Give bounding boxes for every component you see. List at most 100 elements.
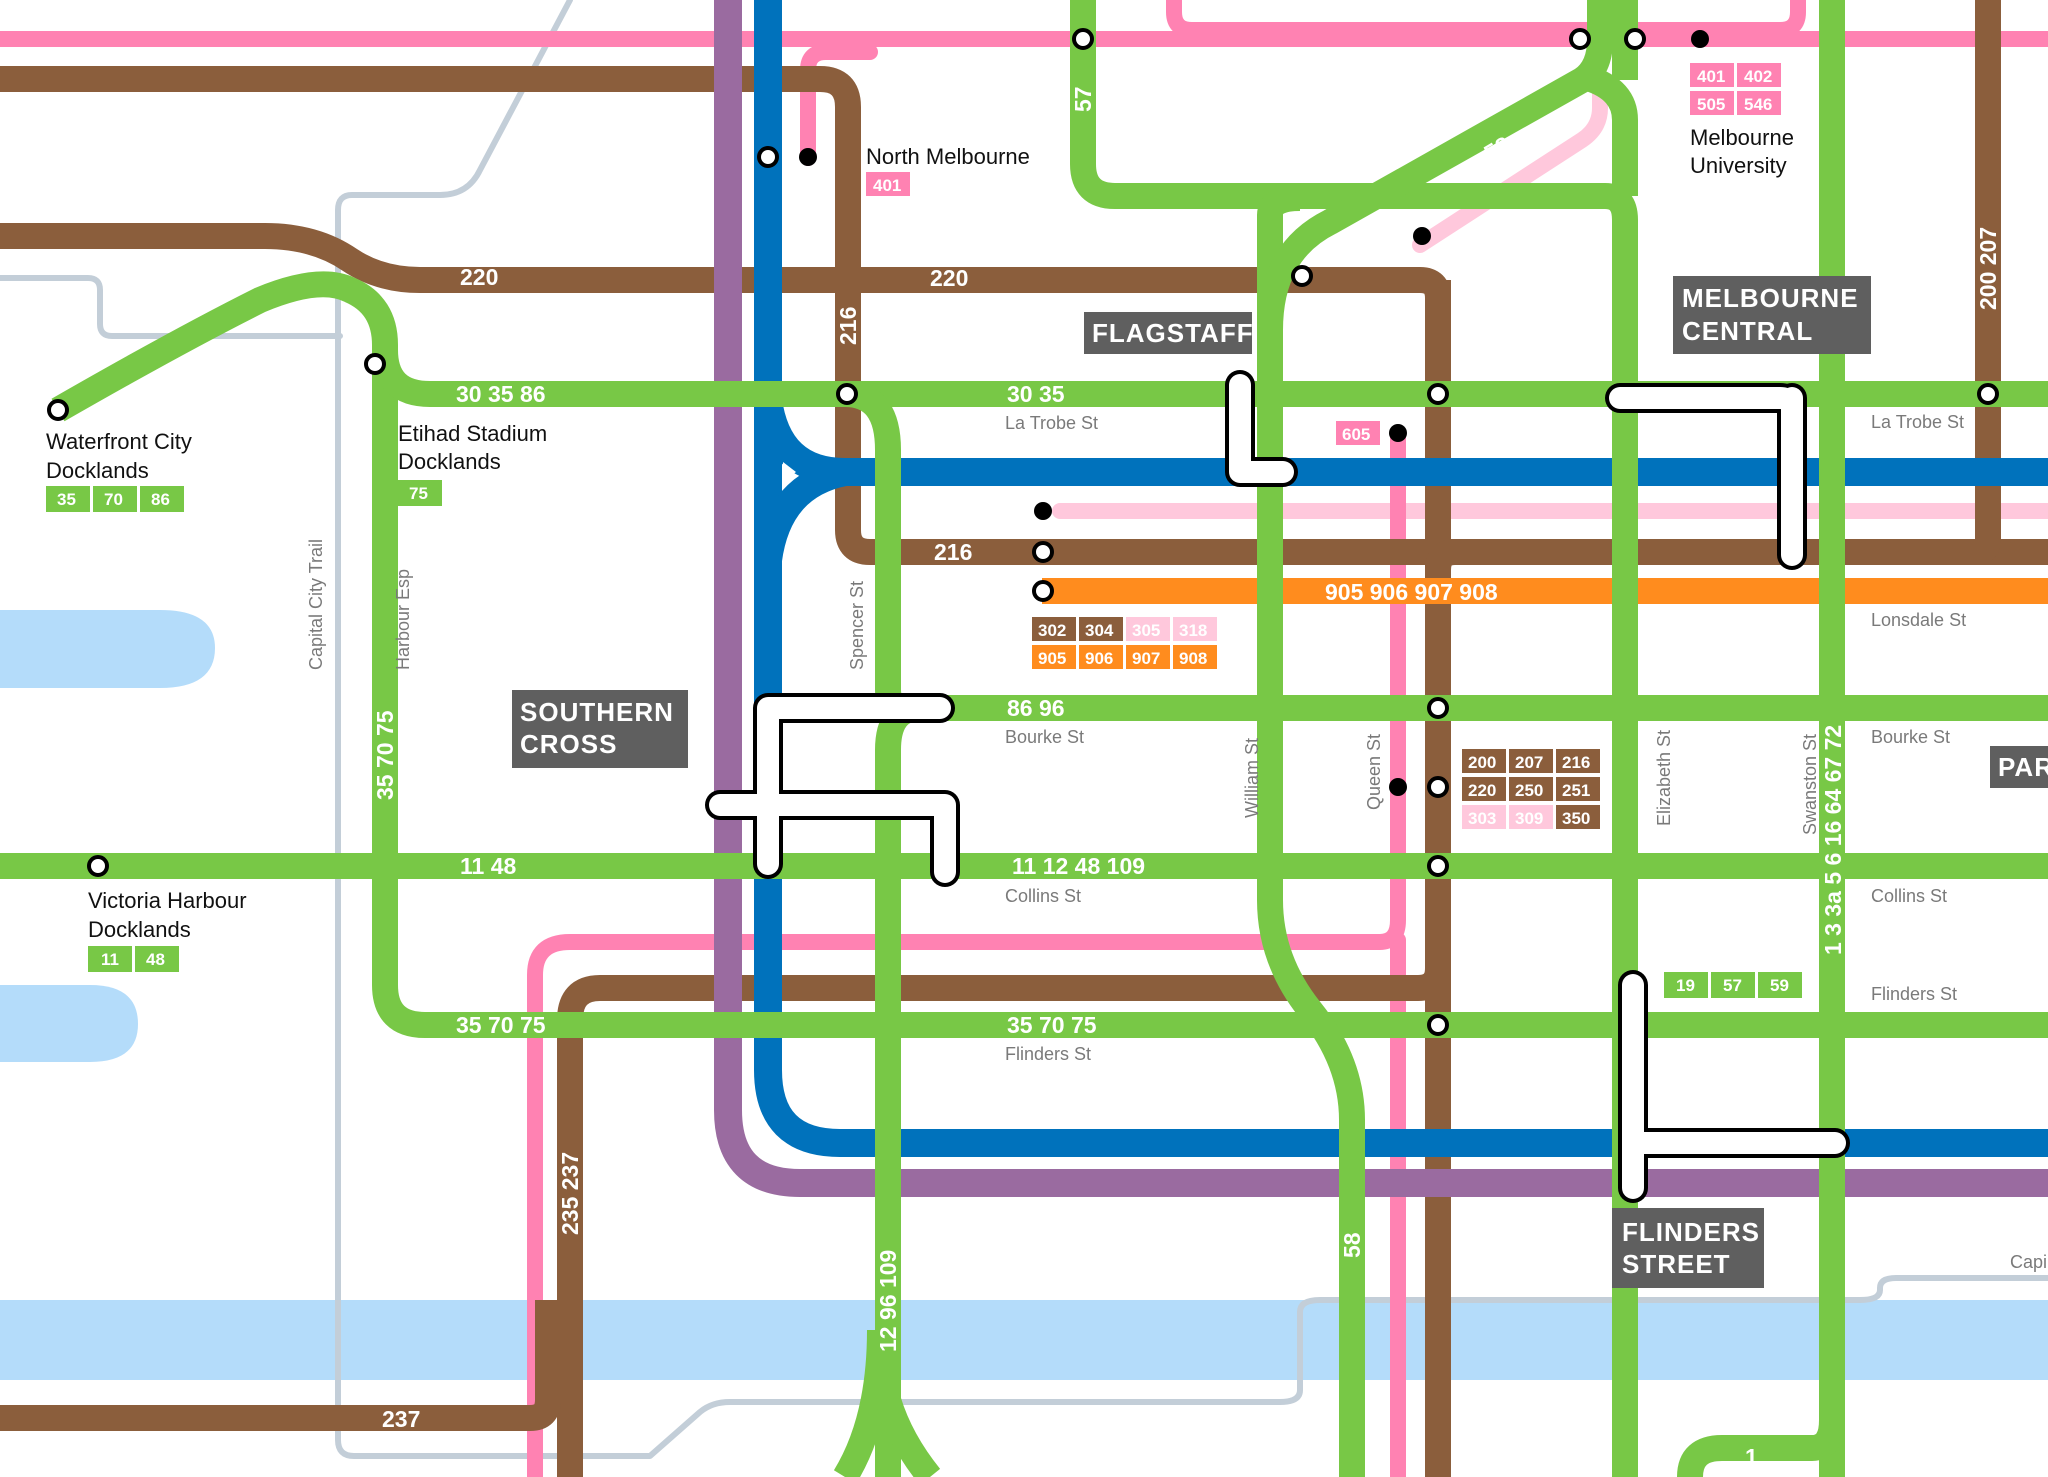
route-label: 1 3 3a 5 6 16 64 67 72 xyxy=(1820,725,1846,955)
street-name: Capital City Trail xyxy=(306,539,326,670)
route-label: 35 70 75 xyxy=(1007,1012,1097,1038)
stop-marker[interactable] xyxy=(1032,580,1054,602)
hub-labels: FLAGSTAFF MELBOURNE CENTRAL SOUTHERN CRO… xyxy=(512,276,2048,1288)
hub-flinders-street: FLINDERS STREET xyxy=(1612,1208,1764,1288)
stop-marker[interactable] xyxy=(1569,28,1591,50)
metro-loop-spur xyxy=(754,458,849,563)
stop-marker[interactable] xyxy=(1389,424,1407,442)
badge-305: 305 xyxy=(1132,621,1160,640)
stop-marker[interactable] xyxy=(1427,383,1449,405)
stop-name: Docklands xyxy=(88,917,191,942)
street-name: Swanston St xyxy=(1800,734,1820,835)
stop-marker[interactable] xyxy=(1427,776,1449,798)
stop-marker[interactable] xyxy=(757,146,779,168)
stop-name: North Melbourne xyxy=(866,144,1030,169)
stops xyxy=(47,28,1999,1036)
street-name: La Trobe St xyxy=(1871,412,1964,432)
badge-216: 216 xyxy=(1562,753,1590,772)
street-names: La Trobe St La Trobe St Lonsdale St Bour… xyxy=(306,412,2047,1272)
badge-350: 350 xyxy=(1562,809,1590,828)
stop-name: Etihad Stadium xyxy=(398,421,547,446)
stop-name: Docklands xyxy=(46,458,149,483)
stop-marker[interactable] xyxy=(1624,28,1646,50)
route-label: 35 70 75 xyxy=(456,1012,546,1038)
stop-marker[interactable] xyxy=(1427,697,1449,719)
street-name: Bourke St xyxy=(1005,727,1084,747)
hub-southern-cross: SOUTHERN CROSS xyxy=(512,690,688,768)
badge-908: 908 xyxy=(1179,649,1207,668)
street-name: William St xyxy=(1242,738,1262,818)
badge-402: 402 xyxy=(1744,67,1772,86)
route-label: 30 35 86 xyxy=(456,381,546,407)
stop-name: Waterfront City xyxy=(46,429,192,454)
svg-text:PAR: PAR xyxy=(1998,752,2048,782)
stop-marker[interactable] xyxy=(364,353,386,375)
badge-200: 200 xyxy=(1468,753,1496,772)
stop-name: Docklands xyxy=(398,449,501,474)
route-label: 237 xyxy=(382,1406,420,1432)
stop-marker[interactable] xyxy=(836,383,858,405)
stop-marker[interactable] xyxy=(1291,265,1313,287)
stop-marker[interactable] xyxy=(1427,1014,1449,1036)
street-name: Harbour Esp xyxy=(393,569,413,670)
victoria-harbour-water xyxy=(0,610,215,688)
badge-907: 907 xyxy=(1132,649,1160,668)
stop-marker[interactable] xyxy=(1034,502,1052,520)
stop-marker[interactable] xyxy=(1413,227,1431,245)
badge-250: 250 xyxy=(1515,781,1543,800)
metro-rail-line xyxy=(754,0,2048,1157)
stop-marker[interactable] xyxy=(1977,383,1999,405)
stop-marker[interactable] xyxy=(1691,30,1709,48)
direction-arrow-icon xyxy=(783,462,796,482)
stop-marker[interactable] xyxy=(1072,28,1094,50)
badge-309: 309 xyxy=(1515,809,1543,828)
hub-melbourne-central: MELBOURNE CENTRAL xyxy=(1673,276,1871,354)
stop-name: Melbourne xyxy=(1690,125,1794,150)
badge-75: 75 xyxy=(409,484,428,503)
street-name: Queen St xyxy=(1364,734,1384,810)
street-name: La Trobe St xyxy=(1005,413,1098,433)
badge-86: 86 xyxy=(151,490,170,509)
metro-loop-branch xyxy=(754,397,2048,486)
water-features xyxy=(0,610,2048,1380)
stop-marker[interactable] xyxy=(87,855,109,877)
street-name: Flinders St xyxy=(1005,1044,1091,1064)
badge-401: 401 xyxy=(1697,67,1725,86)
transfer-connectors xyxy=(705,370,1850,1203)
hub-parliament: PAR xyxy=(1990,746,2048,788)
stop-marker[interactable] xyxy=(1389,778,1407,796)
route-label: 1 xyxy=(1745,1444,1758,1470)
badge-19: 19 xyxy=(1676,976,1695,995)
svg-text:SOUTHERN: SOUTHERN xyxy=(520,697,674,727)
yarra-river xyxy=(0,1300,2048,1380)
svg-text:CROSS: CROSS xyxy=(520,729,617,759)
route-labels: 220 220 30 35 86 30 35 216 216 86 96 11 … xyxy=(372,86,2001,1470)
route-label: 216 xyxy=(934,539,972,565)
badge-401: 401 xyxy=(873,176,901,195)
badge-220: 220 xyxy=(1468,781,1496,800)
badge-546: 546 xyxy=(1744,95,1772,114)
badge-11: 11 xyxy=(101,950,119,969)
stop-marker[interactable] xyxy=(1427,855,1449,877)
stop-marker[interactable] xyxy=(799,148,817,166)
badge-605: 605 xyxy=(1342,425,1370,444)
street-name: Lonsdale St xyxy=(1871,610,1966,630)
badge-207: 207 xyxy=(1515,753,1543,772)
route-label: 216 xyxy=(835,307,861,345)
route-label: 58 xyxy=(1339,1232,1365,1258)
route-label: 12 96 109 xyxy=(875,1250,901,1352)
badge-303: 303 xyxy=(1468,809,1496,828)
route-label: 220 xyxy=(930,265,968,291)
route-label: 235 237 xyxy=(557,1152,583,1235)
route-label: 86 96 xyxy=(1007,695,1065,721)
street-name: Flinders St xyxy=(1871,984,1957,1004)
stop-marker[interactable] xyxy=(1032,541,1054,563)
street-name: Capi xyxy=(2010,1252,2047,1272)
svg-text:CENTRAL: CENTRAL xyxy=(1682,316,1813,346)
svg-text:STREET: STREET xyxy=(1622,1249,1731,1279)
stop-marker[interactable] xyxy=(47,399,69,421)
stop-name: University xyxy=(1690,153,1787,178)
